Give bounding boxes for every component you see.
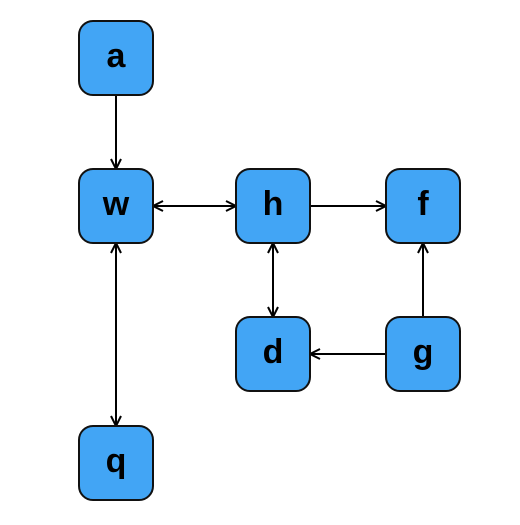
node-h: h [235,168,311,244]
node-w: w [78,168,154,244]
node-box [78,168,154,244]
node-label: a [107,37,127,75]
node-g: g [385,316,461,392]
node-f: f [385,168,461,244]
node-box [78,425,154,501]
node-box [385,168,461,244]
node-box [78,20,154,96]
node-label: q [106,442,127,480]
node-label: f [417,185,429,223]
node-d: d [235,316,311,392]
node-box [385,316,461,392]
node-label: g [413,333,434,371]
node-box [235,168,311,244]
node-label: w [102,185,130,223]
node-label: h [263,185,284,223]
node-label: d [263,333,284,371]
node-a: a [78,20,154,96]
node-box [235,316,311,392]
edges [116,95,423,426]
nodes: a w h f d g q [78,20,461,501]
node-q: q [78,425,154,501]
